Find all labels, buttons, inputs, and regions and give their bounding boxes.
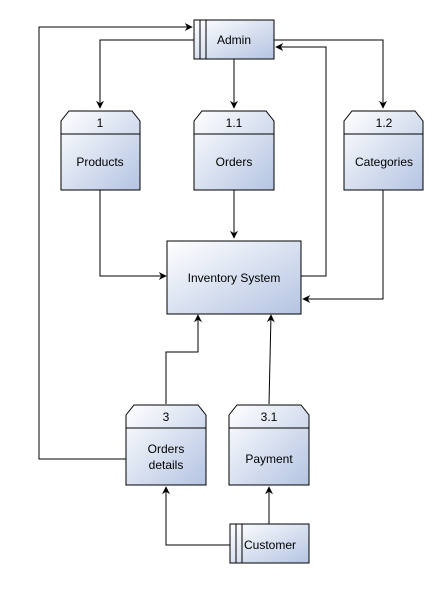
process-products-label: Products xyxy=(76,155,123,169)
edge-orders-details-to-system xyxy=(165,314,202,404)
edge-customer-to-orders-details xyxy=(162,486,230,546)
edge-products-to-system xyxy=(99,190,167,280)
process-orders-details-label-line2: details xyxy=(149,458,184,472)
edge-orders-details-to-admin xyxy=(38,23,193,460)
edge-payment-to-system xyxy=(266,314,275,405)
edge-admin-to-products xyxy=(96,39,194,109)
customer-entity[interactable]: Customer xyxy=(229,523,310,564)
admin-entity[interactable]: Admin xyxy=(193,19,275,60)
process-categories-label: Categories xyxy=(355,155,413,169)
edge-admin-to-categories xyxy=(274,39,387,109)
inventory-system-label: Inventory System xyxy=(188,271,281,285)
inventory-system[interactable]: Inventory System xyxy=(166,240,302,315)
process-orders-details-id: 3 xyxy=(163,410,170,424)
process-payment[interactable]: 3.1 Payment xyxy=(228,404,310,486)
process-payment-label: Payment xyxy=(245,452,293,466)
process-orders-details[interactable]: 3 Orders details xyxy=(125,404,207,486)
process-products-id: 1 xyxy=(97,116,104,130)
process-payment-id: 3.1 xyxy=(261,410,278,424)
process-orders-id: 1.1 xyxy=(226,116,243,130)
edge-categories-to-system xyxy=(302,190,384,303)
customer-label: Customer xyxy=(244,538,296,552)
process-categories[interactable]: 1.2 Categories xyxy=(343,110,424,191)
process-orders[interactable]: 1.1 Orders xyxy=(193,110,275,191)
process-products[interactable]: 1 Products xyxy=(60,110,141,191)
edge-system-to-admin xyxy=(275,43,327,277)
process-orders-label: Orders xyxy=(216,155,253,169)
admin-label: Admin xyxy=(217,33,251,47)
process-orders-details-label-line1: Orders xyxy=(148,442,185,456)
process-categories-id: 1.2 xyxy=(376,116,393,130)
